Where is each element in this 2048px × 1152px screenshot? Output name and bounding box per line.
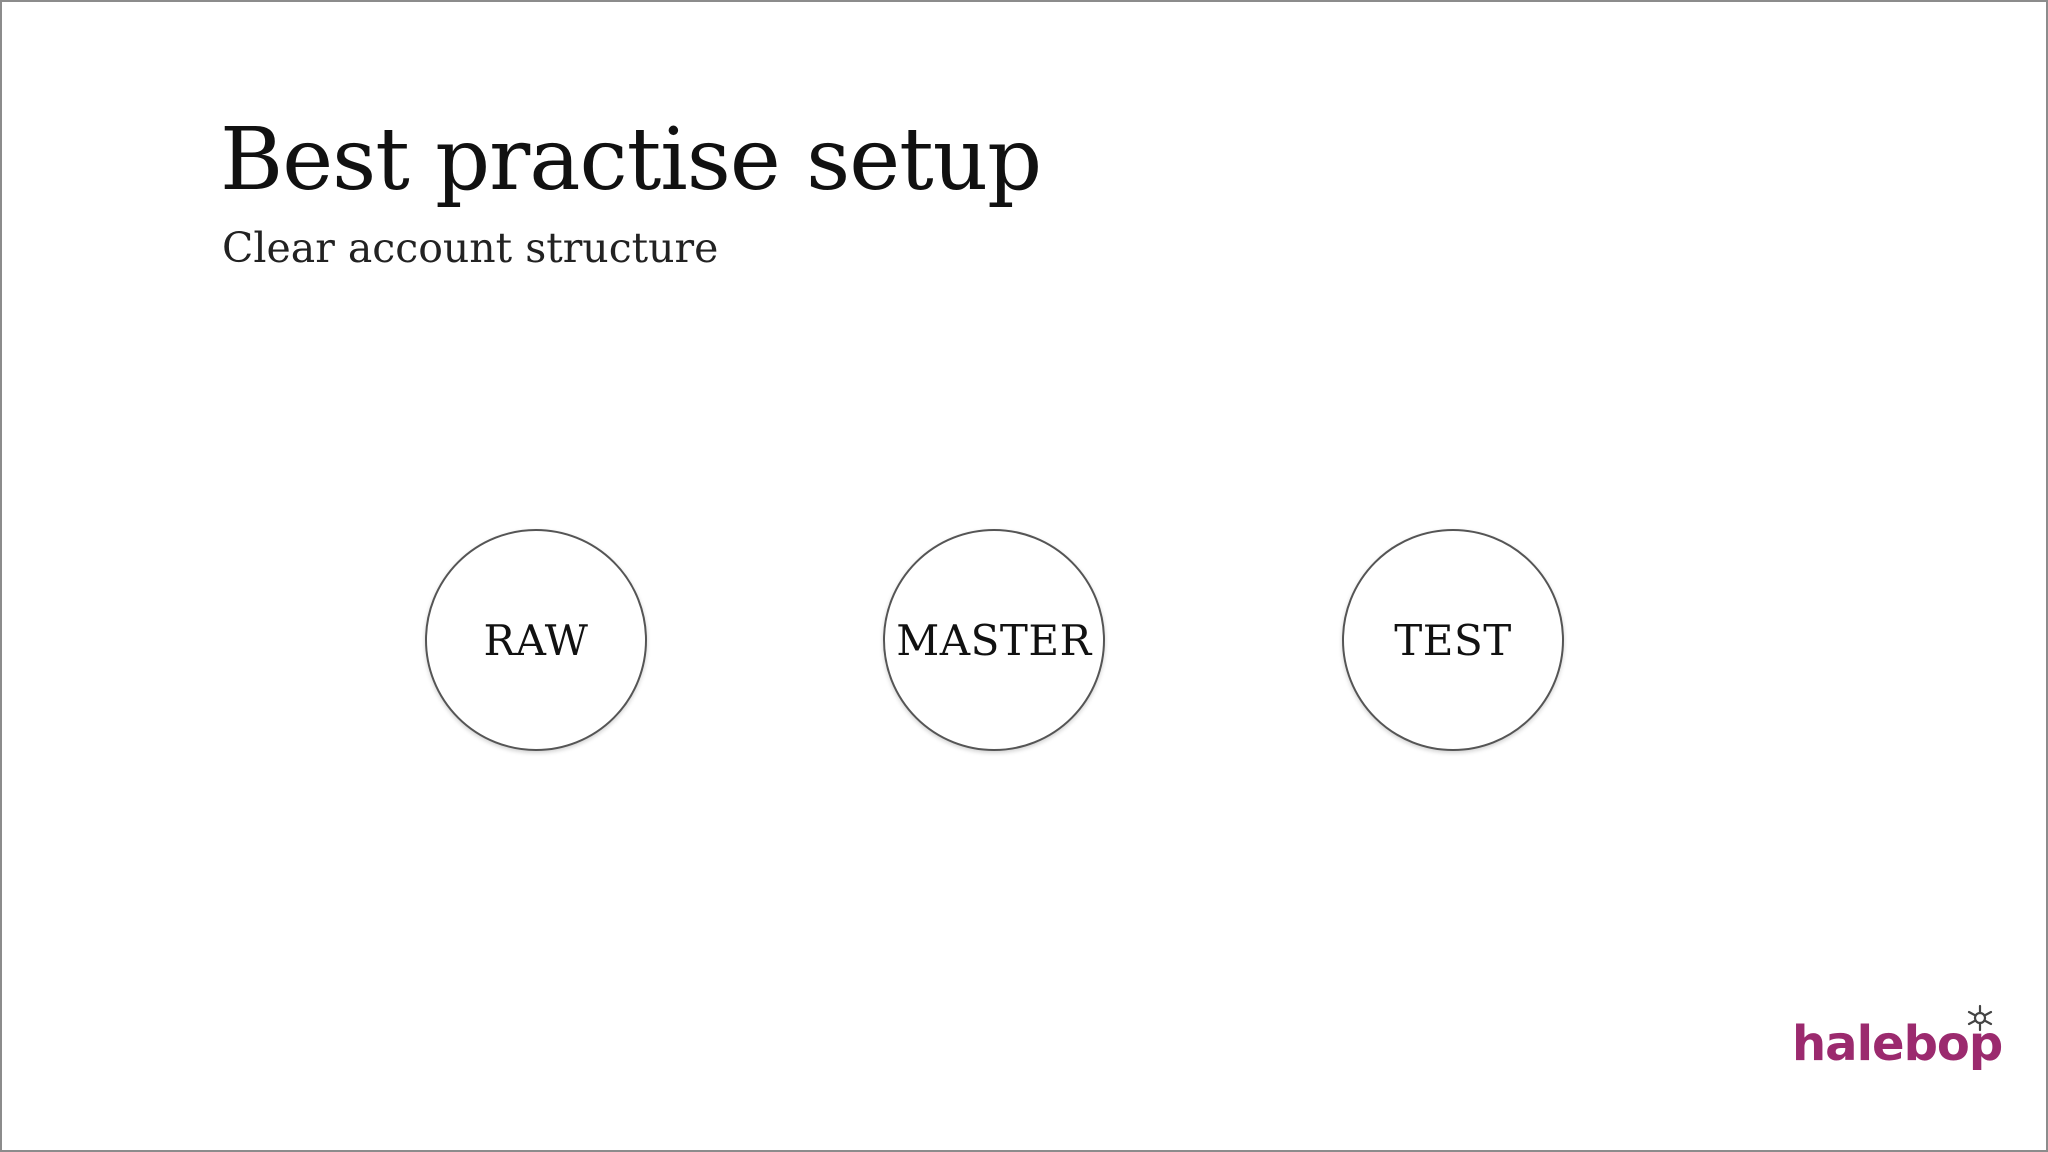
account-circle-raw: RAW	[425, 529, 647, 751]
account-circle-test: TEST	[1342, 529, 1564, 751]
slide-title: Best practise setup	[220, 110, 1042, 210]
account-label: TEST	[1394, 615, 1512, 665]
sparkle-icon	[1967, 1004, 1993, 1032]
slide-subtitle: Clear account structure	[222, 224, 719, 272]
halebop-logo: halebop	[1792, 1002, 2003, 1082]
account-label: RAW	[483, 615, 589, 665]
account-label: MASTER	[896, 615, 1092, 665]
logo-text: halebop	[1792, 1016, 2003, 1072]
account-circle-master: MASTER	[883, 529, 1105, 751]
